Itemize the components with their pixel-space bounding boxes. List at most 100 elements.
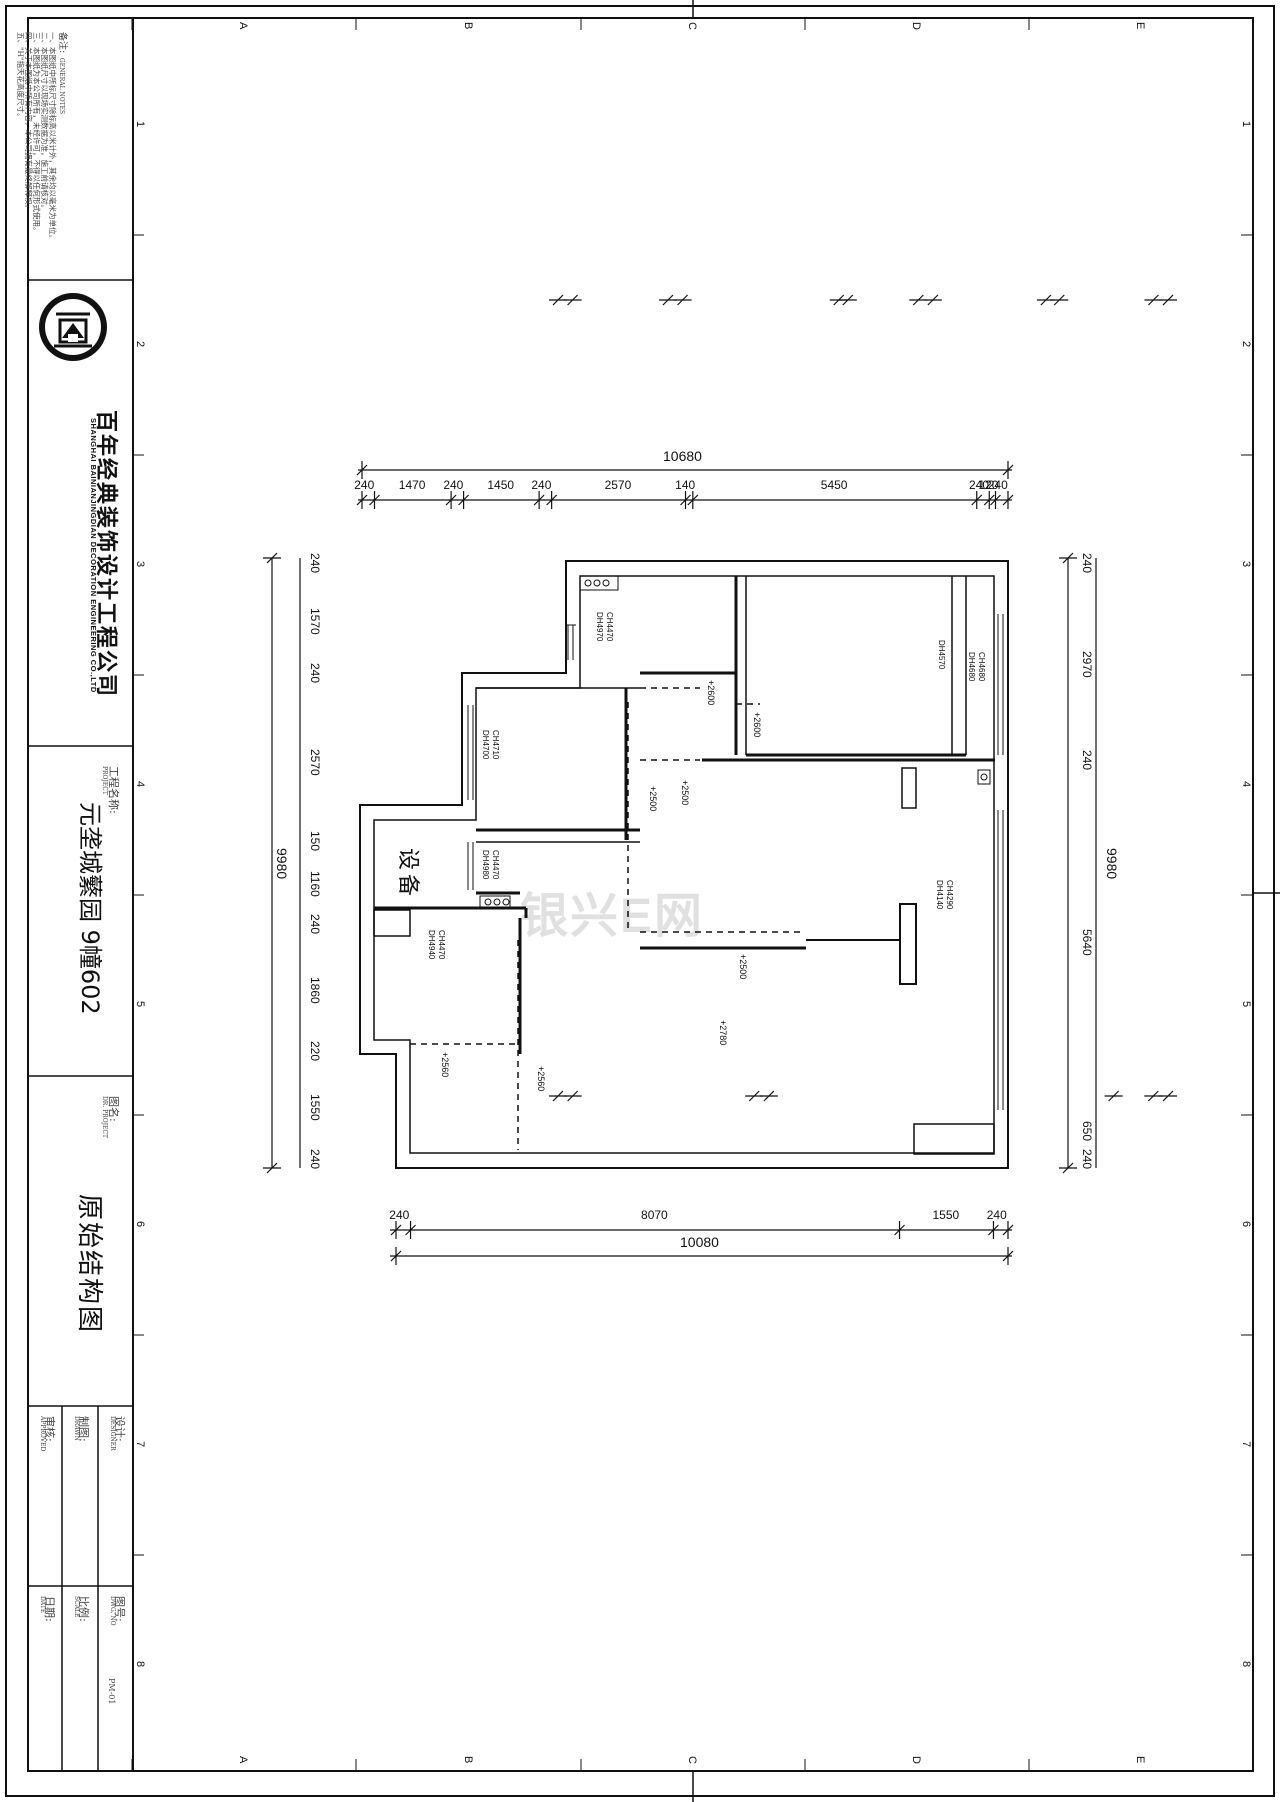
elevation-mark: +2500 xyxy=(648,786,658,812)
dim-value: 240 xyxy=(443,478,464,492)
dim-top-total: 10680 xyxy=(663,448,702,464)
grid-row-label: 7 xyxy=(134,1441,146,1448)
drawn-label-en: DRAWN xyxy=(73,1416,80,1441)
title-block-lines xyxy=(28,279,132,1771)
dim-value: 650 xyxy=(1080,1121,1094,1142)
grid-col-label: B xyxy=(462,1756,474,1764)
ceiling-height-dh: DH4680 xyxy=(967,652,976,682)
project-name: 元垄城蘩园 9幢602 xyxy=(76,802,104,1015)
scale-label-en: SCALE xyxy=(73,1596,80,1618)
grid-row-label: 5 xyxy=(1240,1001,1252,1008)
floor-plan xyxy=(359,560,1009,1169)
dim-value: 1470 xyxy=(398,478,426,492)
ceiling-height-ch: DH4570 xyxy=(937,640,946,670)
design-label-en: DESIGNER xyxy=(109,1416,116,1451)
notes-label-en: GENERAL NOTES xyxy=(58,57,65,115)
dim-value: 240 xyxy=(308,1148,322,1169)
dim-value: 2570 xyxy=(604,478,632,492)
dim-value: 240 xyxy=(968,478,990,492)
room-label-equipment: 设备 xyxy=(396,848,421,901)
dim-value: 240 xyxy=(308,913,322,934)
dim-value: 8070 xyxy=(641,1208,668,1222)
company-name-en: SHANGHAI BAINIANJINGDIAN DECORATION ENGI… xyxy=(89,418,98,693)
grid-row-label: 2 xyxy=(134,341,146,348)
drawing-label-en: DR. PROJECT xyxy=(101,1096,108,1138)
ceiling-height-dh: DH4970 xyxy=(595,612,604,642)
dim-value: 2570 xyxy=(308,748,322,776)
dim-value: 120 xyxy=(978,478,999,492)
grid-row-label: 8 xyxy=(134,1661,146,1668)
elevation-mark: +2780 xyxy=(718,1020,728,1046)
elevation-mark: +2560 xyxy=(440,1052,450,1078)
grid-row-label: 1 xyxy=(1240,121,1252,128)
grid-row-label: 8 xyxy=(1240,1661,1252,1668)
watermark: 银兴E网 xyxy=(520,890,705,943)
ceiling-height-dh: DH4940 xyxy=(427,930,436,960)
dim-value: 240 xyxy=(1080,1148,1094,1169)
grid-row-label: 6 xyxy=(134,1221,146,1228)
dim-value: 1550 xyxy=(308,1094,322,1122)
grid-col-label: A xyxy=(237,22,249,30)
grid-row-label: 7 xyxy=(1240,1441,1252,1448)
dim-value: 220 xyxy=(308,1040,322,1061)
dim-value: 240 xyxy=(1080,749,1094,770)
ceiling-height-ch: CH4680 xyxy=(977,652,986,682)
grid-col-label: A xyxy=(237,1756,249,1764)
dim-value: 140 xyxy=(675,478,696,492)
grid-col-label: D xyxy=(910,22,922,30)
grid-col-label: C xyxy=(686,1756,698,1764)
dim-value: 240 xyxy=(354,478,375,492)
elevation-mark: +2600 xyxy=(752,712,762,738)
dim-value: 1450 xyxy=(487,478,515,492)
dim-value: 240 xyxy=(531,478,552,492)
ceiling-height-ch: CH4290 xyxy=(945,880,954,910)
company-logo xyxy=(39,293,107,361)
ceiling-height-ch: CH4710 xyxy=(491,730,500,760)
dim-value: 1550 xyxy=(932,1208,960,1222)
grid-row-label: 4 xyxy=(1240,781,1252,788)
grid-col-label: E xyxy=(1134,1756,1146,1764)
elevation-mark: +2500 xyxy=(680,780,690,806)
grid-row-label: 6 xyxy=(1240,1221,1252,1228)
dim-value: 240 xyxy=(308,553,322,574)
elevation-mark: +2600 xyxy=(706,680,716,706)
ceiling-height-ch: CH4470 xyxy=(605,612,614,642)
dim-value: 240 xyxy=(987,478,1008,492)
dim-value: 5450 xyxy=(820,478,848,492)
dim-value: 240 xyxy=(1080,553,1094,574)
grid-row-label: 3 xyxy=(134,561,146,568)
ceiling-height-ch: CH4470 xyxy=(437,930,446,960)
grid-row-label: 3 xyxy=(1240,561,1252,568)
grid-row-label: 5 xyxy=(134,1001,146,1008)
date-label-en: DATE xyxy=(39,1596,46,1614)
notes-label: 备注: GENERAL NOTES xyxy=(57,32,67,115)
note-5: 五、"H"指天花高度尺寸。 xyxy=(16,32,25,121)
dim-value: 240 xyxy=(308,663,322,684)
grid-col-label: B xyxy=(462,22,474,30)
dim-value: 150 xyxy=(308,831,322,852)
drawing-label: 图名: xyxy=(107,1096,120,1122)
dim-value: 5640 xyxy=(1080,929,1094,956)
grid-row-label: 2 xyxy=(1240,341,1252,348)
grid-col-label: C xyxy=(686,22,698,30)
dwg-no-label-en: DWG. NO xyxy=(109,1596,116,1626)
title-block: 备注: GENERAL NOTES 一、本图纸中所标尺寸除标高以米计外，其余均以… xyxy=(16,18,134,1771)
dim-value: 2970 xyxy=(1080,651,1094,679)
dim-value: 1860 xyxy=(308,977,322,1005)
dim-bottom-total: 10080 xyxy=(680,1234,719,1250)
grid-col-label: D xyxy=(910,1756,922,1764)
dwg-no: PM-01 xyxy=(107,1678,116,1705)
drawing-name: 原始结构图 xyxy=(74,1194,104,1335)
ceiling-height-ch: CH4470 xyxy=(491,850,500,880)
grid-row-label: 1 xyxy=(134,121,146,128)
dim-value: 1570 xyxy=(308,608,322,635)
project-label-en: PROJECT xyxy=(101,766,108,795)
approve-label-en: APPROVED xyxy=(39,1416,46,1452)
ceiling-height-dh: DH4700 xyxy=(481,730,490,760)
grid-row-label: 4 xyxy=(134,781,146,788)
elevation-mark: +2560 xyxy=(536,1066,546,1092)
dim-right-total: 9980 xyxy=(1104,848,1120,880)
ceiling-height-dh: DH4980 xyxy=(481,850,490,880)
